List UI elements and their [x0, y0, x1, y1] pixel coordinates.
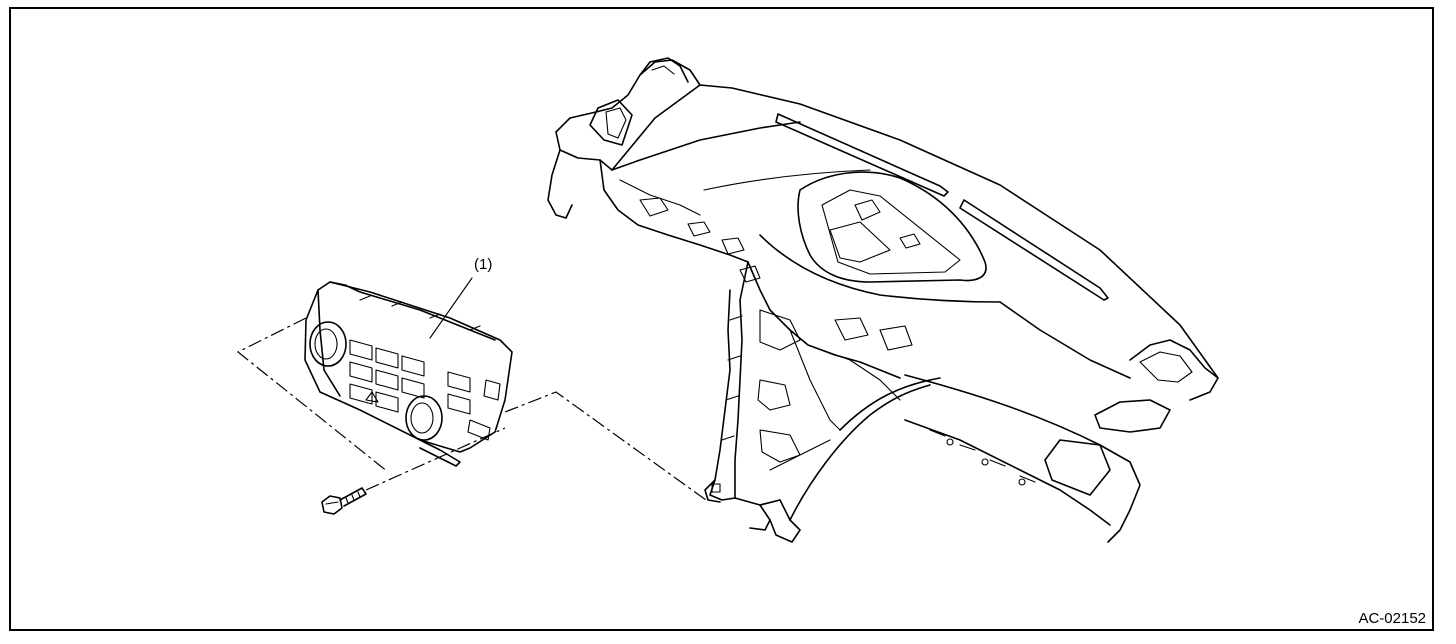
- assembly-lines: [236, 317, 707, 501]
- figure-code: AC-02152: [1358, 610, 1426, 627]
- callout-leader: [429, 277, 473, 339]
- callout-label-1: (1): [474, 256, 493, 273]
- figure-frame: [9, 7, 1434, 631]
- climate-control-panel: [304, 281, 513, 467]
- instrument-panel: [547, 57, 1219, 543]
- screw: [321, 487, 367, 515]
